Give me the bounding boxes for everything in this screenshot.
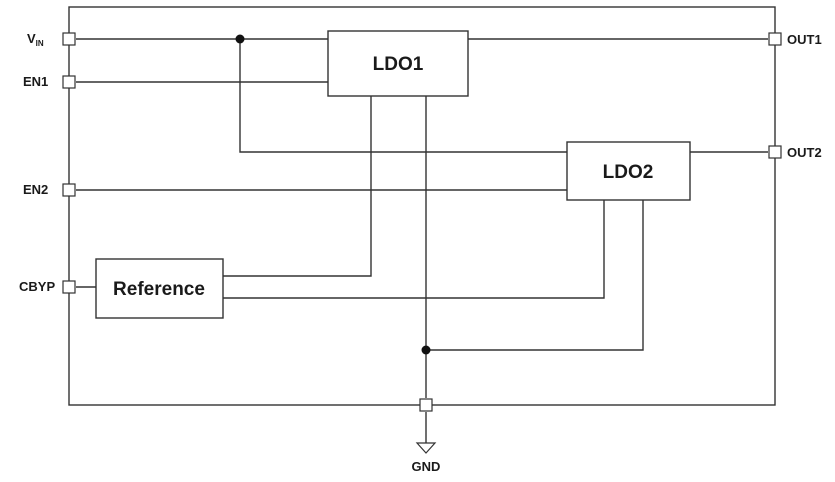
junction-dot-gnd [421, 345, 431, 355]
pin-out1 [768, 32, 782, 46]
pin-label-vin-main: V [27, 31, 36, 46]
pin-cbyp [62, 280, 76, 294]
ground-symbol-icon [415, 442, 437, 454]
wire-reference-ldo1 [223, 96, 372, 277]
pin-label-en2: EN2 [23, 182, 48, 197]
pin-vin [62, 32, 76, 46]
pin-gnd [419, 398, 433, 412]
pin-en2 [62, 183, 76, 197]
wire-vin-ldo2 [239, 39, 567, 153]
block-ldo2: LDO2 [566, 141, 691, 201]
pin-label-vin-subscript: IN [36, 39, 44, 48]
reference-label: Reference [113, 279, 205, 300]
reference-box [95, 258, 224, 319]
ldo1-box [327, 30, 469, 97]
wire-ldo2-gnd [426, 200, 644, 351]
block-ldo1: LDO1 [327, 30, 469, 97]
wires [76, 38, 768, 443]
pin-label-cbyp: CBYP [19, 279, 55, 294]
ldo2-box [566, 141, 691, 201]
pin-en1 [62, 75, 76, 89]
ldo2-label: LDO2 [603, 162, 654, 183]
pin-label-out2: OUT2 [787, 145, 822, 160]
pin-label-out1: OUT1 [787, 32, 822, 47]
pin-label-vin: VIN [27, 31, 44, 48]
block-reference: Reference [95, 258, 224, 319]
wire-reference-ldo2 [223, 200, 605, 299]
pin-label-en1: EN1 [23, 74, 48, 89]
pin-label-gnd: GND [412, 459, 441, 474]
pin-out2 [768, 145, 782, 159]
junction-dot-vin [235, 34, 245, 44]
ldo1-label: LDO1 [373, 54, 424, 75]
